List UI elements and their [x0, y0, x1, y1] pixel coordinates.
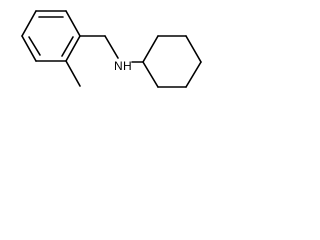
ring-bond — [185, 35, 202, 63]
ring-double-bond — [61, 36, 74, 57]
ring-bond — [142, 61, 159, 88]
ring-bond — [185, 61, 202, 88]
benzene-ring — [21, 10, 81, 62]
cyclohexane-ring — [142, 35, 202, 88]
amine-hydrogen-label: H — [123, 59, 132, 73]
methyl-bond — [65, 60, 81, 87]
ring-bond — [65, 10, 81, 37]
ring-double-bond — [28, 36, 41, 56]
ring-bond — [142, 35, 159, 63]
ring-bond — [65, 35, 81, 62]
ring-bond — [21, 10, 37, 37]
amine-nitrogen-label: N — [114, 59, 123, 73]
ch2-n-bond — [104, 35, 119, 59]
chemical-structure: N H — [21, 10, 202, 88]
ring-bond — [21, 35, 37, 62]
